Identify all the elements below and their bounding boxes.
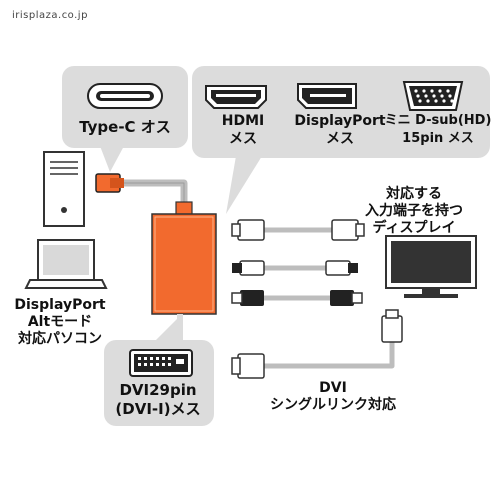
- adapter-body: [151, 201, 217, 315]
- usb-c-plug-icon: [87, 83, 163, 109]
- vga-port-icon: [402, 81, 464, 111]
- dvi-cable: [231, 309, 403, 379]
- displayport-port-icon: [297, 83, 357, 109]
- vga-cable: [231, 219, 365, 241]
- dvi29-port-icon: [129, 349, 193, 377]
- pc-label: DisplayPort Altモード 対応パソコン: [14, 297, 106, 347]
- dvi-cable-label: DVI シングルリンク対応: [270, 380, 396, 413]
- typec-label: Type-C オス: [79, 118, 171, 136]
- hdmi-label: HDMI メス: [221, 113, 265, 147]
- monitor-icon: [385, 235, 477, 298]
- typec-cable: [95, 173, 188, 206]
- displayport-cable: [232, 260, 358, 276]
- display-label: 対応する 入力端子を持つ ディスプレイ: [365, 186, 463, 236]
- laptop-icon: [24, 239, 108, 289]
- watermark-text: irisplaza.co.jp: [12, 10, 88, 21]
- desktop-tower-icon: [43, 151, 85, 227]
- displayport-label: DisplayPort メス: [294, 113, 386, 147]
- hdmi-cable: [231, 290, 363, 306]
- dvi29-label: DVI29pin (DVI-I)メス: [115, 381, 201, 418]
- hdmi-port-icon: [205, 85, 267, 109]
- mini-dsub-label: ミニ D-sub(HD) 15pin メス: [384, 113, 492, 146]
